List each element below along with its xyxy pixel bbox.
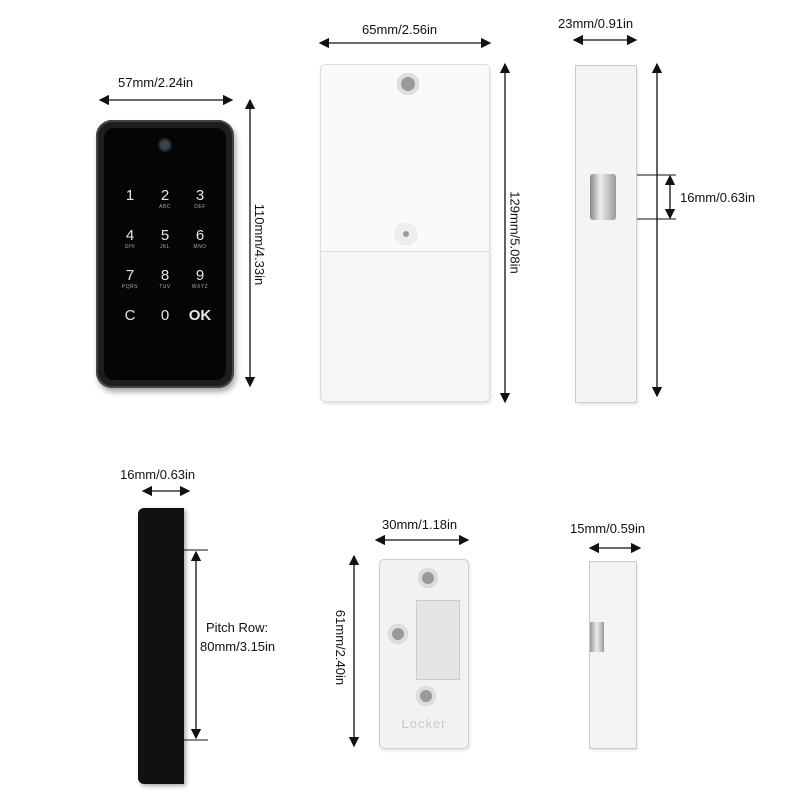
key-0[interactable]: 0 xyxy=(160,307,170,324)
strike-height-label: 61mm/2.40in xyxy=(333,609,349,686)
small-side-depth-label: 15mm/0.59in xyxy=(570,521,646,536)
pitch-row-value: 80mm/3.15in xyxy=(200,639,276,654)
back-plate xyxy=(321,65,489,401)
strike-plate-text: Locker xyxy=(401,716,447,731)
strike-plate: Locker xyxy=(380,560,468,748)
strike-side-hinge xyxy=(590,622,604,652)
keypad-width-label: 57mm/2.24in xyxy=(118,75,194,90)
strike-width-label: 30mm/1.18in xyxy=(382,517,458,532)
back-plate-cover xyxy=(321,65,489,252)
key-ok[interactable]: OK xyxy=(188,307,212,324)
panel-depth-label: 16mm/0.63in xyxy=(120,467,196,482)
plate-height-label: 129mm/5.08in xyxy=(507,191,523,274)
strike-hole-bottom xyxy=(416,686,436,706)
key-1[interactable]: 1 xyxy=(125,187,135,204)
plate-width-label: 65mm/2.56in xyxy=(362,22,438,37)
strike-side-profile xyxy=(590,562,636,748)
mount-hole-top xyxy=(397,73,419,95)
strike-hole-left xyxy=(388,624,408,644)
lock-side-profile xyxy=(576,66,636,402)
pitch-row-label: Pitch Row: xyxy=(206,620,269,635)
side-depth-label: 23mm/0.91in xyxy=(558,16,634,31)
camera-icon xyxy=(160,140,170,150)
latch-bolt xyxy=(590,174,616,220)
key-c[interactable]: C xyxy=(124,307,136,324)
keypad-height-label: 110mm/4.33in xyxy=(252,203,268,286)
keypad-side-profile xyxy=(138,508,184,784)
mount-hole-center xyxy=(395,223,417,245)
latch-height-label: 16mm/0.63in xyxy=(680,190,756,205)
strike-slot xyxy=(416,600,460,680)
strike-hole-top xyxy=(418,568,438,588)
